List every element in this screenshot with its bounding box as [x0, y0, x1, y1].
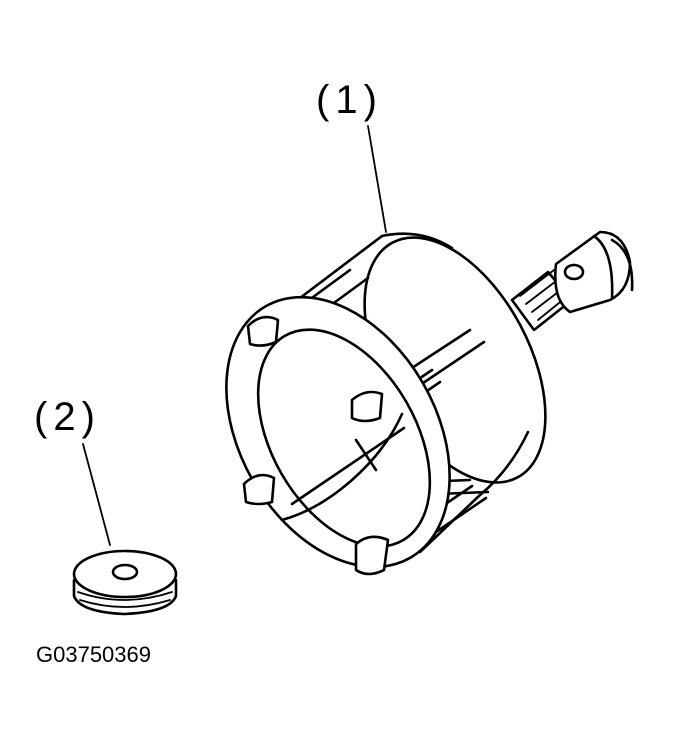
leader-line-1 [367, 125, 387, 233]
callout-label-2: (2) [34, 395, 101, 439]
figure-code: G03750369 [36, 642, 151, 667]
puller-jaws [242, 315, 390, 576]
callout-label-1: (1) [316, 78, 383, 122]
leader-line-2 [82, 443, 111, 546]
forcing-screw [510, 230, 634, 332]
adapter-disc [72, 549, 178, 616]
front-plate [225, 295, 451, 569]
puller-tool [225, 230, 634, 576]
adapter-center-hole [111, 563, 139, 581]
